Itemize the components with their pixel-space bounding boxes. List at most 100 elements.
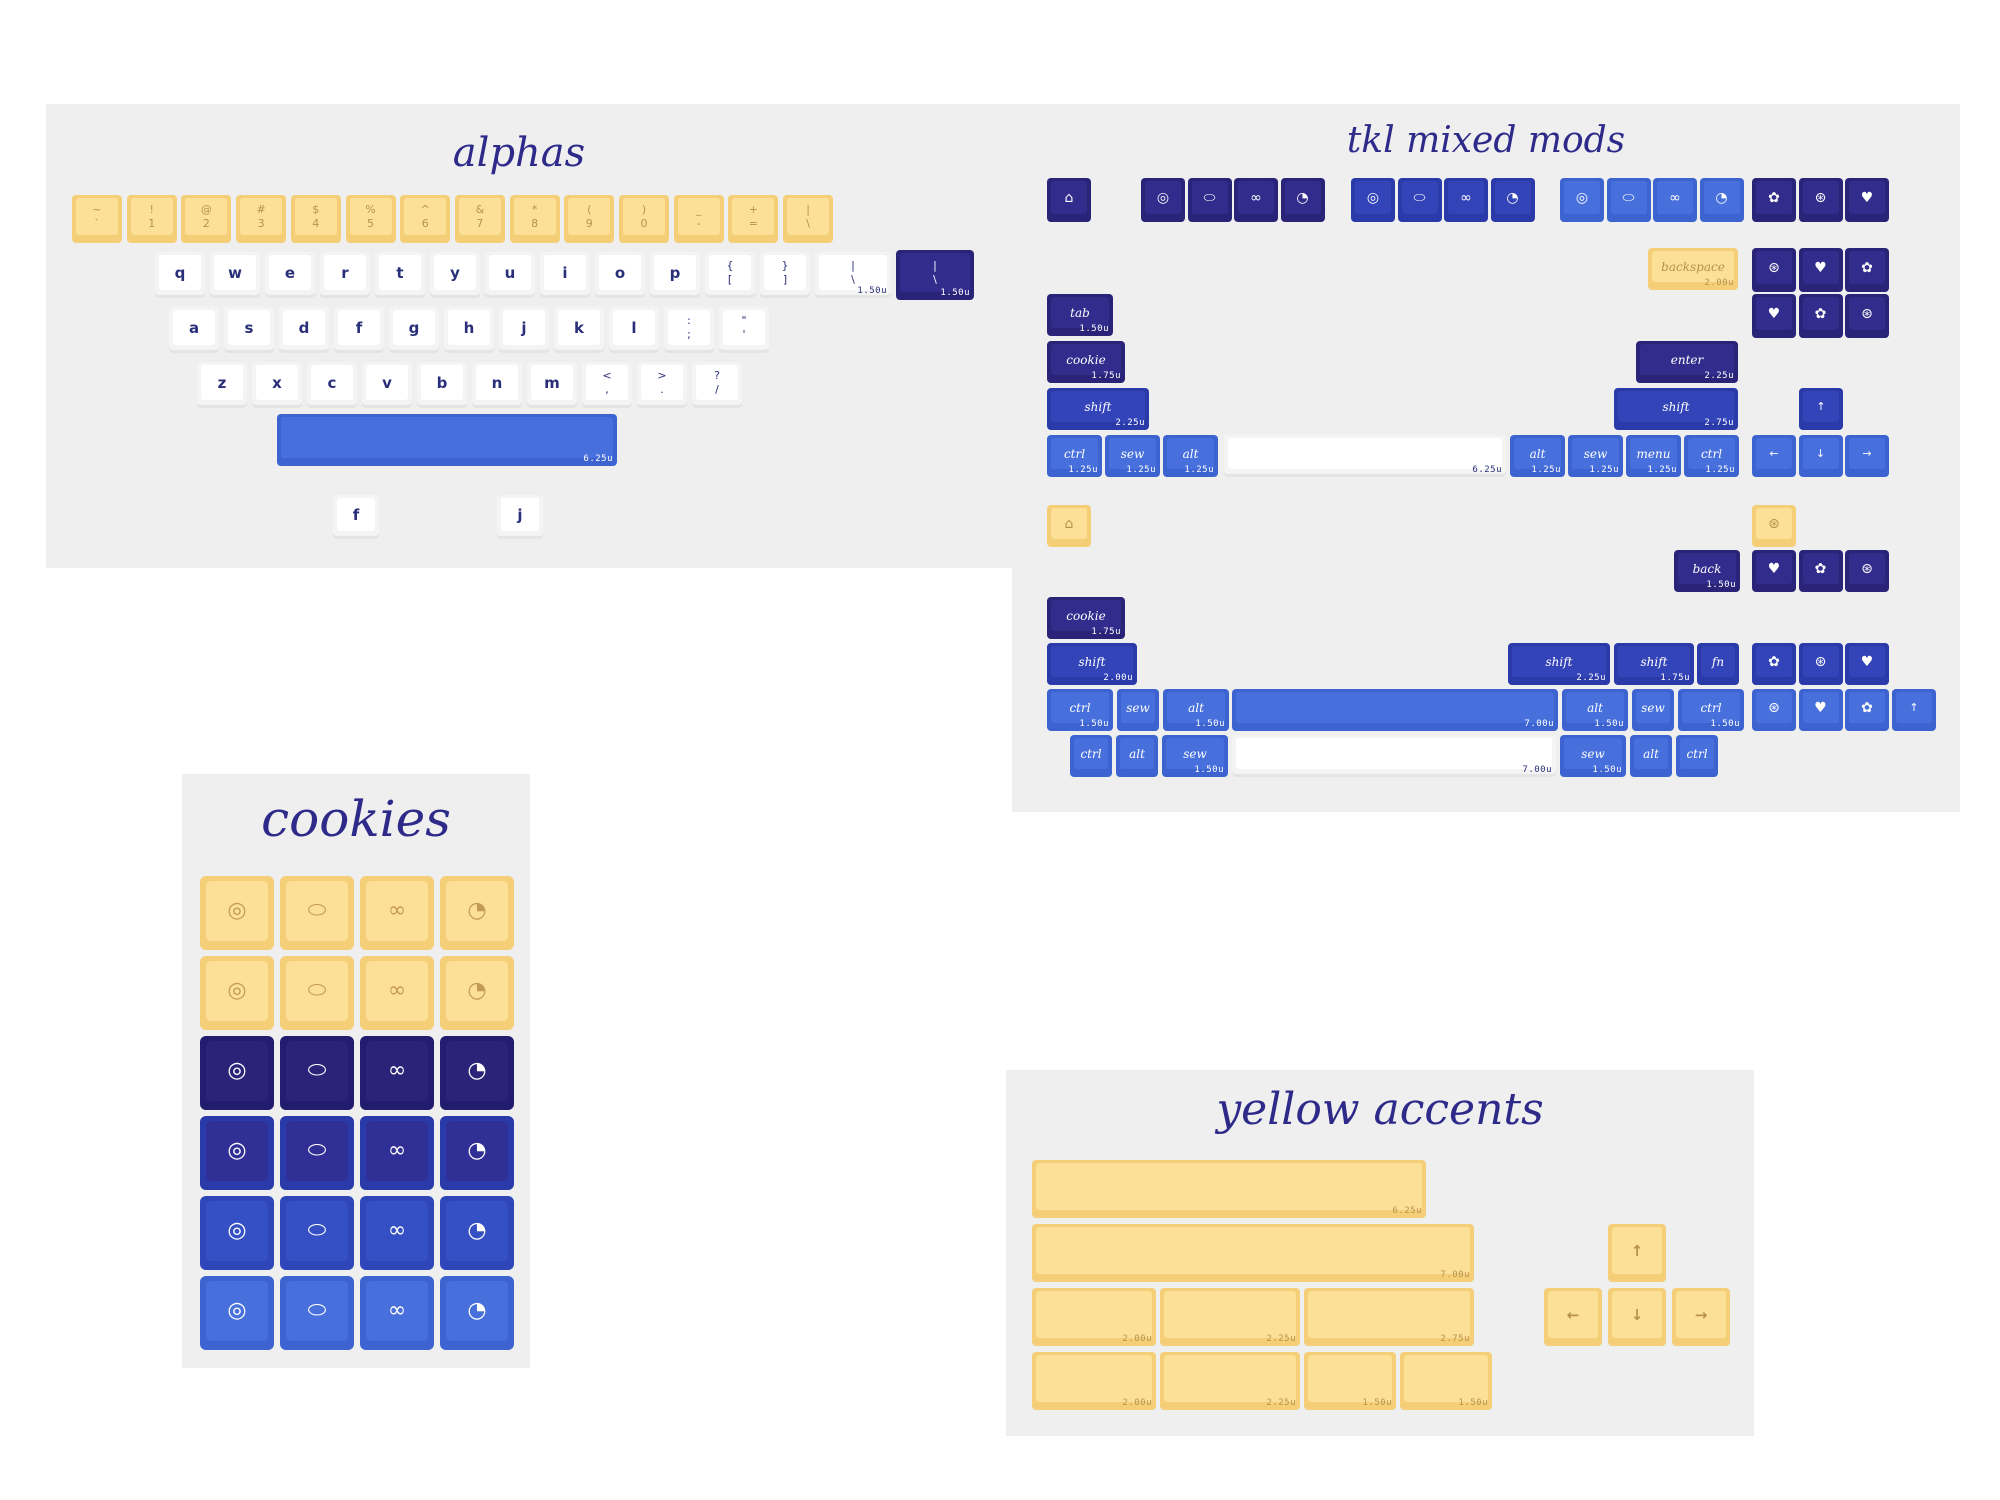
bottom-punct-key-2[interactable]: ?/ — [692, 362, 742, 408]
tkl-arrow-down[interactable]: ↓ — [1798, 435, 1843, 477]
tkl-up-arrow-2[interactable]: ↑ — [1892, 689, 1936, 731]
tkl-nav2-r2-2[interactable]: ♥ — [1845, 643, 1889, 685]
alpha-key-h[interactable]: h — [444, 307, 494, 353]
number-key-11[interactable]: _- — [673, 195, 724, 243]
tkl-nav2-r1-0[interactable]: ♥ — [1752, 550, 1796, 592]
cookie-key-1-wafer[interactable]: ⬭ — [280, 956, 354, 1030]
alpha-key-u[interactable]: u — [485, 252, 535, 298]
tkl-nav2-r3-0[interactable]: ⊛ — [1752, 689, 1796, 731]
alpha-key-r[interactable]: r — [320, 252, 370, 298]
tkl-yellow-teapot-key[interactable]: ⊛ — [1752, 505, 1796, 547]
number-key-13[interactable]: |\ — [783, 195, 834, 243]
tkl-nav-r2-2[interactable]: ⊛ — [1845, 294, 1889, 338]
tkl-nav2-r3-1[interactable]: ♥ — [1798, 689, 1843, 731]
cookie-key-1-pretzel[interactable]: ∞ — [360, 956, 434, 1030]
yellow-mod-r4-2[interactable]: 1.50u — [1304, 1352, 1396, 1410]
number-key-8[interactable]: *8 — [509, 195, 560, 243]
yellow-mod-r4-1[interactable]: 2.25u — [1160, 1352, 1300, 1410]
alpha-key-l[interactable]: l — [609, 307, 659, 353]
tkl-nav-r2-0[interactable]: ♥ — [1752, 294, 1796, 338]
tkl-f-blue-0[interactable]: ◎ — [1560, 178, 1604, 222]
homing-key-f[interactable]: f — [333, 495, 379, 539]
cookie-key-0-bitten[interactable]: ◔ — [440, 876, 514, 950]
number-key-6[interactable]: ^6 — [400, 195, 451, 243]
tkl-nav2-r1-2[interactable]: ⊛ — [1845, 550, 1889, 592]
bottom-punct-key-0[interactable]: <, — [582, 362, 632, 408]
alpha-key-z[interactable]: z — [197, 362, 247, 408]
tkl-mod-r2-1[interactable]: sew — [1632, 689, 1674, 731]
homing-key-j[interactable]: j — [497, 495, 543, 539]
alpha-key-m[interactable]: m — [527, 362, 577, 408]
alpha-key-i[interactable]: i — [540, 252, 590, 298]
tkl-f-blue-3[interactable]: ◔ — [1699, 178, 1744, 222]
bracket-key-1[interactable]: }] — [760, 252, 810, 298]
cookie-key-4-bitten[interactable]: ◔ — [440, 1196, 514, 1270]
tkl-yellow-cake-key[interactable]: ⌂ — [1047, 505, 1091, 547]
alpha-key-v[interactable]: v — [362, 362, 412, 408]
cookie-key-2-pretzel[interactable]: ∞ — [360, 1036, 434, 1110]
number-key-5[interactable]: %5 — [345, 195, 396, 243]
cookie-key-2-bitten[interactable]: ◔ — [440, 1036, 514, 1110]
tkl-f-royal-0[interactable]: ◎ — [1351, 178, 1395, 222]
punct-key-1[interactable]: "' — [719, 307, 769, 353]
alpha-key-s[interactable]: s — [224, 307, 274, 353]
number-key-10[interactable]: )0 — [619, 195, 669, 243]
bottom-punct-key-1[interactable]: >. — [637, 362, 687, 408]
alpha-key-a[interactable]: a — [169, 307, 219, 353]
alpha-key-n[interactable]: n — [472, 362, 522, 408]
tkl-f-navy-2[interactable]: ∞ — [1234, 178, 1278, 222]
cookie-key-3-pretzel[interactable]: ∞ — [360, 1116, 434, 1190]
tkl-f-navy-1[interactable]: ⬭ — [1187, 178, 1232, 222]
tkl-nav-r2-1[interactable]: ✿ — [1798, 294, 1843, 338]
tkl-f-blue-2[interactable]: ∞ — [1653, 178, 1697, 222]
alpha-key-t[interactable]: t — [375, 252, 425, 298]
tkl-spacebar-1[interactable]: 6.25u — [1224, 435, 1506, 477]
alpha-key-b[interactable]: b — [417, 362, 467, 408]
number-key-0[interactable]: ~` — [72, 195, 122, 243]
tkl-arrow-right[interactable]: → — [1845, 435, 1889, 477]
cookie-key-2-spiral[interactable]: ◎ — [200, 1036, 274, 1110]
tkl-f-royal-1[interactable]: ⬭ — [1397, 178, 1442, 222]
tkl-mod-l3-0[interactable]: ctrl — [1070, 735, 1112, 777]
number-key-2[interactable]: @2 — [181, 195, 232, 243]
cookie-key-5-pretzel[interactable]: ∞ — [360, 1276, 434, 1350]
tkl-nav-top-2[interactable]: ♥ — [1845, 178, 1889, 222]
yellow-spacebar-625[interactable]: 6.25u — [1032, 1160, 1426, 1218]
cookie-key-4-wafer[interactable]: ⬭ — [280, 1196, 354, 1270]
number-key-4[interactable]: $4 — [290, 195, 341, 243]
tkl-nav-r1-2[interactable]: ✿ — [1845, 248, 1889, 292]
yellow-spacebar-700[interactable]: 7.00u — [1032, 1224, 1474, 1282]
yellow-mod-r4-3[interactable]: 1.50u — [1400, 1352, 1492, 1410]
yellow-arrow-down[interactable]: ↓ — [1608, 1288, 1666, 1346]
cookie-key-0-wafer[interactable]: ⬭ — [280, 876, 354, 950]
alpha-key-q[interactable]: q — [155, 252, 205, 298]
yellow-arrow-left[interactable]: ← — [1544, 1288, 1602, 1346]
yellow-mod-r3-1[interactable]: 2.25u — [1160, 1288, 1300, 1346]
cookie-key-3-spiral[interactable]: ◎ — [200, 1116, 274, 1190]
alpha-key-k[interactable]: k — [554, 307, 604, 353]
alpha-key-g[interactable]: g — [389, 307, 439, 353]
cookie-key-1-spiral[interactable]: ◎ — [200, 956, 274, 1030]
tkl-f-blue-1[interactable]: ⬭ — [1606, 178, 1651, 222]
tkl-nav-top-0[interactable]: ✿ — [1752, 178, 1796, 222]
cookie-key-1-bitten[interactable]: ◔ — [440, 956, 514, 1030]
punct-key-0[interactable]: :; — [664, 307, 714, 353]
tkl-spacebar-3[interactable]: 7.00u — [1232, 735, 1556, 777]
backslash-key-navy[interactable]: |\1.50u — [896, 250, 974, 300]
alphas-spacebar[interactable]: 6.25u — [277, 414, 617, 466]
tkl-mod-l2-1[interactable]: sew — [1117, 689, 1159, 731]
number-key-7[interactable]: &7 — [454, 195, 505, 243]
